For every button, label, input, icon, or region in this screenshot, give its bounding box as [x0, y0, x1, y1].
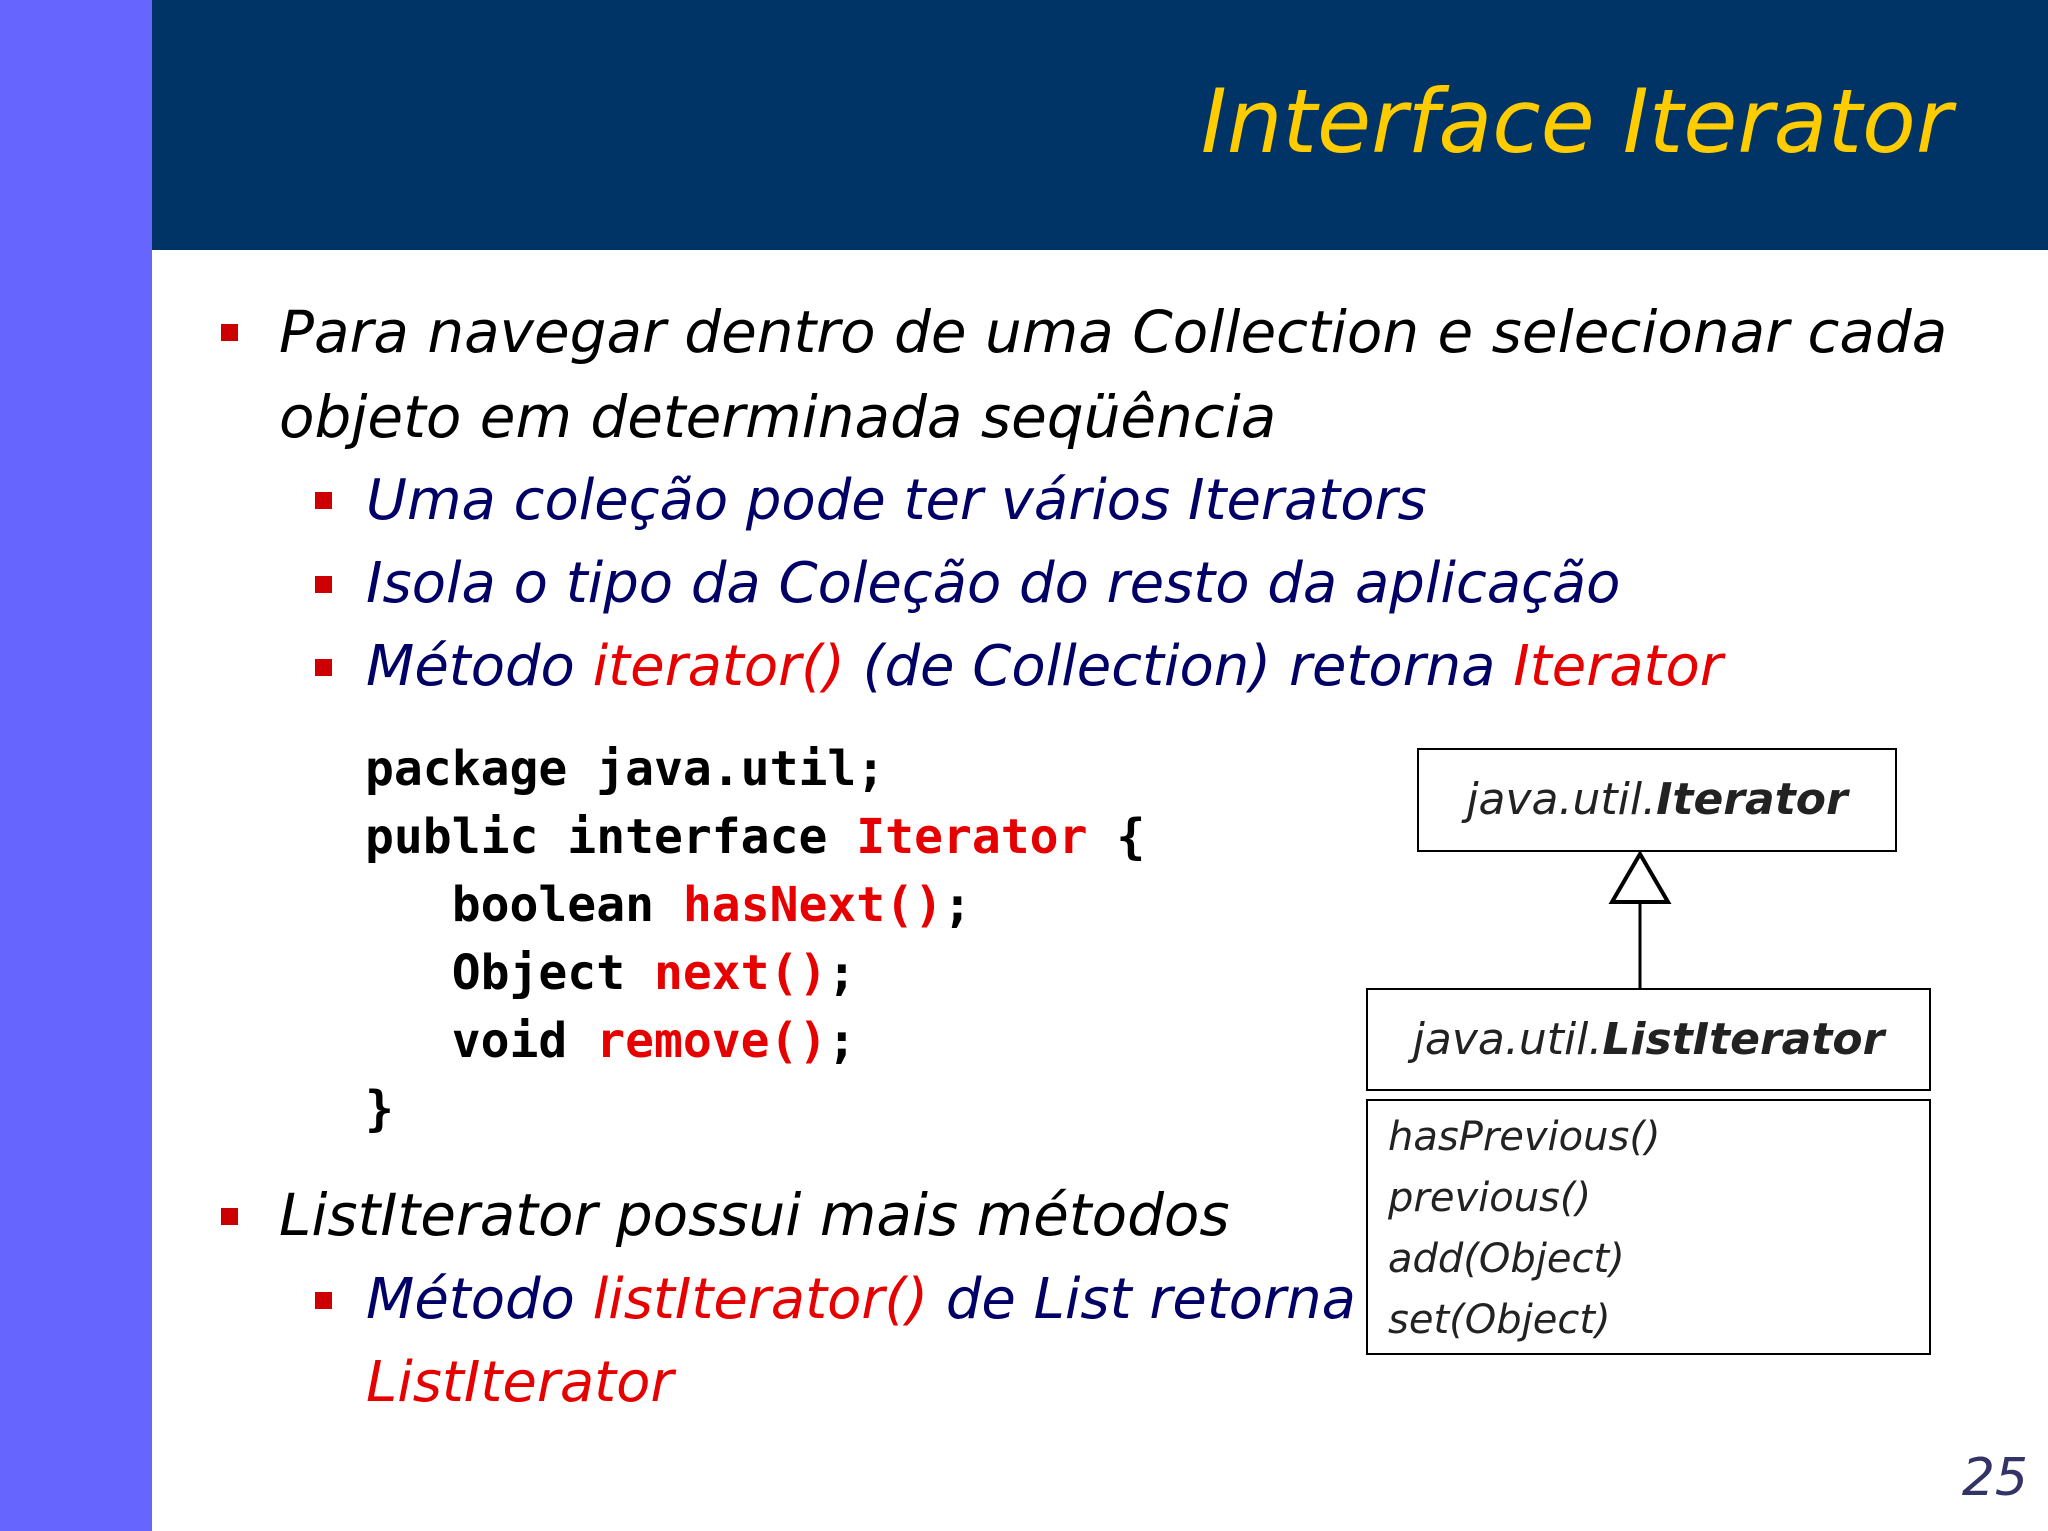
uml-method: hasPrevious() [1388, 1114, 1661, 1160]
sub-bullet-4-line-2: ListIterator [366, 1350, 674, 1415]
sub-bullet-3-text-a: Método [366, 634, 593, 699]
sub-bullet-2: Isola o tipo da Coleção do resto da apli… [366, 551, 1621, 616]
sub-bullet-marker [315, 659, 332, 676]
uml-method: add(Object) [1388, 1236, 1625, 1282]
uml-method: previous() [1388, 1175, 1592, 1221]
sub-bullet-3: Método iterator() (de Collection) retorn… [366, 634, 1723, 699]
uml-listiterator-name: ListIterator [1602, 1014, 1885, 1065]
sub-bullet-4-text-c: de List retorna [928, 1267, 1356, 1332]
uml-iterator-class: java.util.Iterator [1417, 748, 1897, 852]
title-bar: Interface Iterator [152, 0, 2048, 250]
sub-bullet-marker [315, 1292, 332, 1309]
uml-listiterator-label: java.util.ListIterator [1368, 990, 1929, 1089]
code-semicolon: ; [827, 1013, 857, 1069]
bullet-1-line-2: objeto em determinada seqüência [279, 383, 1277, 451]
slide-title: Interface Iterator [1200, 70, 1952, 173]
uml-iterator-label: java.util.Iterator [1419, 750, 1895, 850]
code-type: boolean [365, 877, 683, 933]
sub-bullet-marker [315, 576, 332, 593]
code-keyword-text: public interface [365, 809, 857, 865]
uml-method: set(Object) [1388, 1297, 1611, 1343]
sub-bullet-1: Uma coleção pode ter vários Iterators [366, 468, 1427, 533]
left-accent-bar [0, 0, 152, 1531]
uml-listiterator-class: java.util.ListIterator [1366, 988, 1931, 1091]
code-brace-open: { [1087, 809, 1146, 865]
code-iterator-name: Iterator [856, 809, 1088, 865]
sub-bullet-4: Método listIterator() de List retorna [366, 1267, 1356, 1332]
code-line-1: package java.util; [365, 741, 886, 797]
iterator-method-highlight: iterator() [592, 634, 845, 699]
uml-methods-box: hasPrevious() previous() add(Object) set… [1366, 1099, 1931, 1355]
code-type: void [365, 1013, 597, 1069]
code-semicolon: ; [942, 877, 972, 933]
uml-listiterator-package: java.util. [1412, 1014, 1603, 1065]
bullet-1-line-1: Para navegar dentro de uma Collection e … [279, 298, 1948, 366]
code-line-2: public interface Iterator { [365, 803, 1145, 871]
sub-bullet-marker [315, 492, 332, 509]
code-method-hasnext: hasNext() [682, 877, 943, 933]
bullet-marker [221, 1208, 238, 1225]
uml-methods-list: hasPrevious() previous() add(Object) set… [1368, 1101, 1929, 1351]
code-line-3: boolean hasNext(); [365, 871, 1145, 939]
sub-bullet-3-text-c: (de Collection) retorna [844, 634, 1514, 699]
code-semicolon: ; [827, 945, 857, 1001]
code-method-next: next() [653, 945, 828, 1001]
iterator-type-highlight: Iterator [1513, 634, 1723, 699]
page-number: 25 [1961, 1448, 2028, 1508]
code-line-6: } [365, 1081, 394, 1137]
sub-bullet-4-text-a: Método [366, 1267, 593, 1332]
uml-iterator-name: Iterator [1656, 774, 1848, 825]
bullet-marker [221, 324, 238, 341]
uml-inheritance-arrow [1608, 850, 1672, 988]
listiterator-method-highlight: listIterator() [592, 1267, 929, 1332]
code-type: Object [365, 945, 654, 1001]
code-line-5: void remove(); [365, 1007, 1145, 1075]
code-line-4: Object next(); [365, 939, 1145, 1007]
code-method-remove: remove() [596, 1013, 828, 1069]
bullet-2-line-1: ListIterator possui mais métodos [279, 1181, 1230, 1249]
uml-iterator-package: java.util. [1466, 774, 1657, 825]
code-block: package java.util; public interface Itera… [365, 735, 1145, 1143]
